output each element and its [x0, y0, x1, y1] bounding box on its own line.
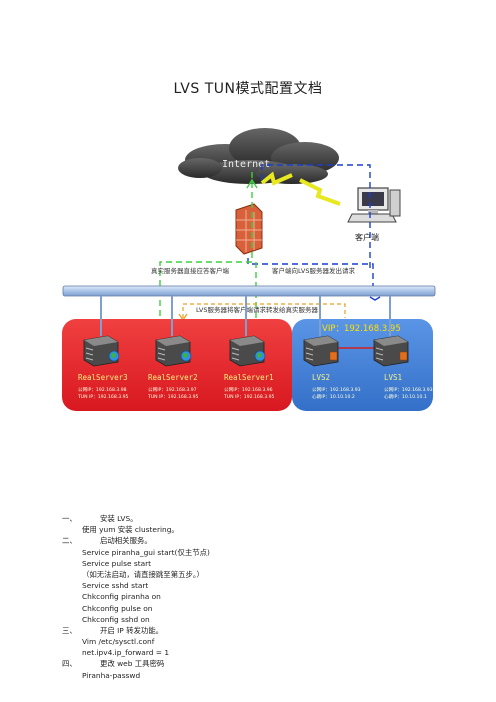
server-icon [303, 335, 339, 367]
lightning-icon [299, 178, 341, 206]
step-command: Service sshd start [82, 581, 149, 591]
server-tun-ip: TUN IP：192.168.3.95 [147, 394, 199, 400]
step-command: net.ipv4.ip_forward = 1 [82, 648, 170, 658]
request-path-to-bus [247, 258, 374, 292]
server-tun-ip: TUN IP：192.168.3.95 [77, 394, 129, 400]
server-ip: 公网IP：192.168.3.97 [148, 387, 197, 393]
server-tun-ip: 心跳IP：10.10.10.1 [384, 393, 427, 400]
server-icon [373, 335, 409, 367]
server-ip: 公网IP：192.168.3.98 [78, 387, 127, 393]
client-request-path [261, 164, 371, 270]
forward-path [182, 303, 346, 318]
step-command: Chkconfig pulse on [82, 603, 153, 613]
page-title: LVS TUN模式配置文档 [173, 81, 323, 97]
internet-cloud-icon [178, 128, 339, 184]
arrow-down-icon [369, 296, 381, 301]
server-ip: 公网IP：192.168.3.96 [224, 387, 273, 393]
step-number: 三、 [62, 625, 77, 635]
lvs-badge-icon [399, 351, 408, 361]
server-tun-ip: TUN IP：192.168.3.95 [223, 394, 275, 400]
server-tun-ip: 心跳IP：10.10.10.2 [312, 393, 355, 400]
lightning-icon [260, 171, 293, 186]
firewall-icon [235, 203, 263, 255]
server-icon [229, 335, 266, 367]
step-command: 使用 yum 安装 clustering。 [82, 525, 179, 535]
server-name: RealServer3 [78, 373, 128, 382]
note-client-request: 客户端向LVS服务器发出请求 [272, 266, 355, 275]
step-command: Service pulse start [82, 558, 152, 568]
server-name: RealServer1 [224, 373, 274, 382]
arrow-up-icon [246, 178, 258, 189]
client-label: 客户端 [355, 232, 379, 242]
step-command: Chkconfig sshd on [82, 614, 150, 624]
step-title: 开启 IP 转发功能。 [100, 625, 164, 635]
step-command: Vim /etc/sysctl.conf [82, 637, 155, 647]
note-forward: LVS服务器将客户端请求转发给真实服务器 [196, 305, 318, 314]
server-name: RealServer2 [148, 373, 198, 382]
cloud-label: Internet [222, 159, 270, 170]
step-number: 二、 [62, 536, 77, 546]
step-command: Chkconfig piranha on [82, 592, 161, 602]
lvs-tun-diagram: Internet 客户端 真实服务器直接应答客户端 客户端向LVS服务器发出请求… [62, 128, 436, 411]
step-command: Piranha-passwd [82, 670, 141, 680]
step-title: 启动相关服务。 [100, 536, 152, 546]
vip-label: VIP：192.168.3.95 [322, 324, 401, 334]
step-title: 安装 LVS。 [100, 514, 138, 523]
step-command: （如无法启动，请直接跳至第五步。） [82, 569, 204, 579]
note-direct-reply: 真实服务器直接应答客户端 [151, 266, 230, 275]
server-ip: 公网IP：192.168.3.93 [312, 387, 361, 393]
lvs-badge-icon [329, 351, 338, 361]
server-name: LVS1 [384, 373, 402, 382]
network-bus [62, 285, 436, 297]
server-name: LVS2 [312, 373, 330, 382]
step-command: Service piranha_gui start(仅主节点) [82, 547, 210, 557]
server-icon [155, 335, 192, 367]
step-number: 四、 [62, 659, 77, 669]
step-title: 更改 web 工具密码 [100, 659, 165, 669]
server-icon [83, 335, 120, 367]
step-number: 一、 [62, 514, 77, 523]
client-computer-icon [347, 187, 401, 223]
server-ip: 公网IP：192.168.3.93 [384, 387, 433, 393]
